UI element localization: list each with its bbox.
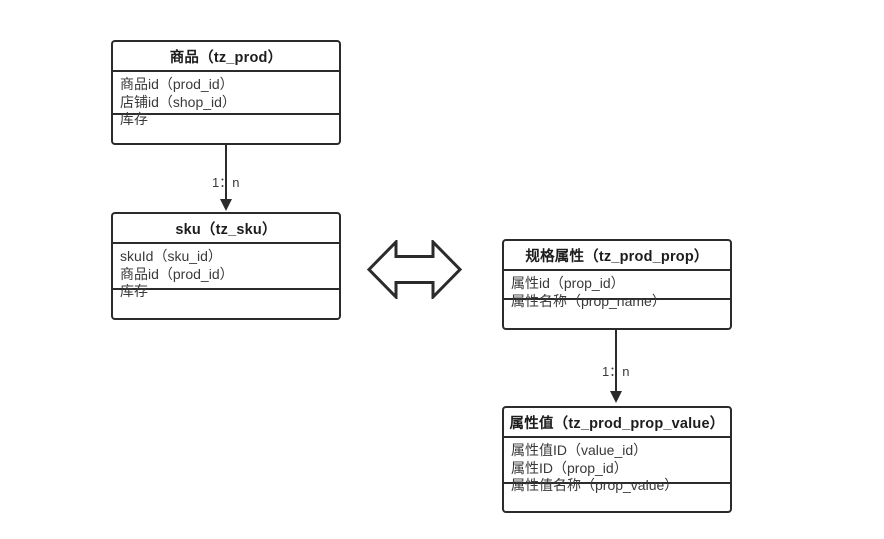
relationship-label: 1：n	[602, 364, 630, 379]
arrowhead-down-icon	[219, 199, 232, 211]
entity-field: 属性名称（prop_name）	[511, 292, 666, 309]
entity-field: 商品id（prod_id）	[120, 76, 234, 92]
entity-title-tz-prod: 商品（tz_prod）	[113, 42, 339, 72]
entity-fields-tz-sku: skuId（sku_id） 商品id（prod_id） 库存	[113, 244, 339, 299]
entity-title-tz-prod-prop-value: 属性值（tz_prod_prop_value）	[504, 408, 730, 438]
entity-field: 属性ID（prop_id）	[511, 459, 628, 476]
entity-box-tz-prod-prop[interactable]: 规格属性（tz_prod_prop） 属性id（prop_id） 属性名称（pr…	[502, 239, 732, 330]
entity-field: 属性值ID（value_id）	[511, 442, 648, 458]
entity-footer-tz-prod-prop	[504, 300, 730, 328]
entity-field: 店铺id（shop_id）	[120, 93, 236, 110]
entity-title-tz-prod-prop: 规格属性（tz_prod_prop）	[504, 241, 730, 271]
entity-footer-tz-prod	[113, 115, 339, 143]
entity-fields-tz-prod-prop: 属性id（prop_id） 属性名称（prop_name）	[504, 271, 730, 309]
entity-field: 库存	[120, 283, 148, 299]
entity-box-tz-sku[interactable]: sku（tz_sku） skuId（sku_id） 商品id（prod_id） …	[111, 212, 341, 320]
entity-fields-tz-prod-prop-value: 属性值ID（value_id） 属性ID（prop_id） 属性值名称（prop…	[504, 438, 730, 493]
entity-field: skuId（sku_id）	[120, 248, 222, 264]
relationship-label: 1：n	[212, 175, 240, 190]
entity-field: 库存	[120, 111, 148, 127]
connector-line	[615, 330, 617, 392]
connector-line	[225, 145, 227, 200]
entity-fields-tz-prod: 商品id（prod_id） 店铺id（shop_id） 库存	[113, 72, 339, 127]
entity-box-tz-prod[interactable]: 商品（tz_prod） 商品id（prod_id） 店铺id（shop_id） …	[111, 40, 341, 145]
entity-footer-tz-sku	[113, 290, 339, 318]
double-headed-arrow-icon	[366, 238, 463, 301]
entity-field: 商品id（prod_id）	[120, 265, 234, 282]
entity-field: 属性值名称（prop_value）	[511, 477, 679, 493]
arrowhead-down-icon	[609, 391, 622, 403]
entity-footer-tz-prod-prop-value	[504, 484, 730, 511]
entity-field: 属性id（prop_id）	[511, 275, 625, 291]
entity-title-tz-sku: sku（tz_sku）	[113, 214, 339, 244]
entity-box-tz-prod-prop-value[interactable]: 属性值（tz_prod_prop_value） 属性值ID（value_id） …	[502, 406, 732, 513]
